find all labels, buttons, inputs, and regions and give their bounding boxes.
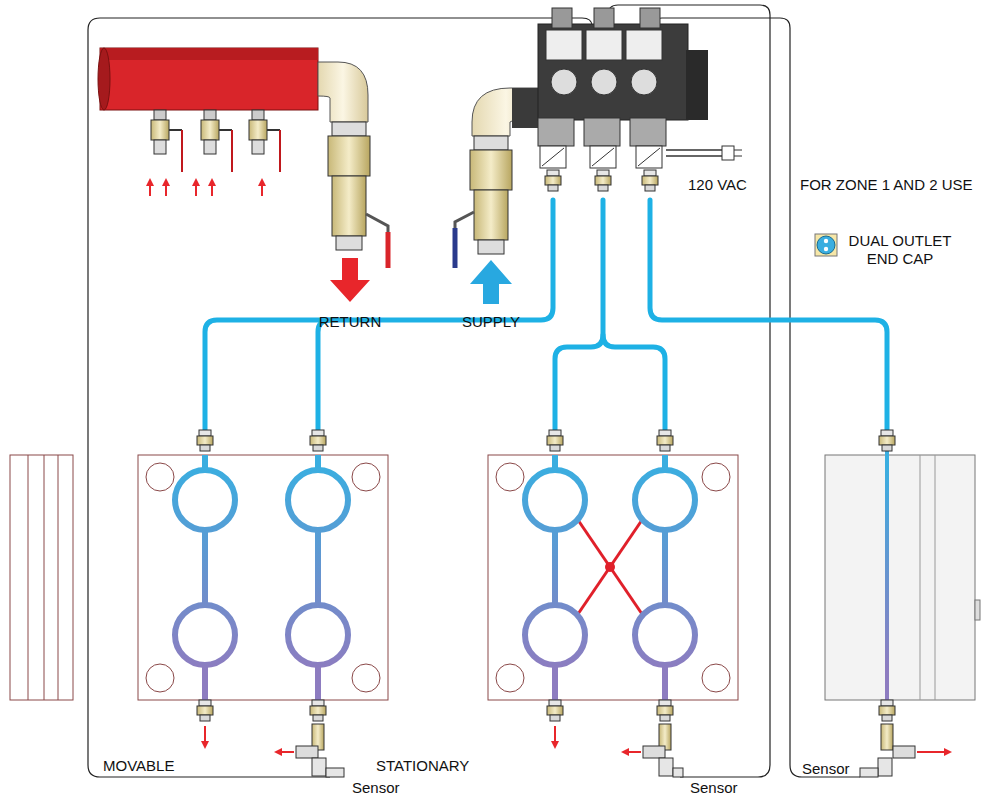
flow-arrow — [278, 751, 948, 753]
note-label: FOR ZONE 1 AND 2 USE — [800, 176, 973, 193]
sensor-label: Sensor — [352, 779, 400, 796]
sensor-label: Sensor — [690, 779, 738, 796]
sensor-tee — [296, 724, 915, 777]
cooling-loop — [175, 450, 887, 712]
mold-side-block — [825, 455, 980, 700]
sensor-wire — [88, 5, 860, 777]
supply-valve — [455, 88, 540, 304]
plate-label: STATIONARY — [376, 757, 469, 774]
power-label: 120 VAC — [688, 176, 747, 193]
cross-connection — [578, 520, 642, 614]
sensor-label: Sensor — [802, 760, 850, 777]
mold-plate — [138, 455, 738, 700]
plate-label: MOVABLE — [103, 757, 174, 774]
flow-label: SUPPLY — [462, 313, 520, 330]
flow-arrow — [205, 726, 555, 745]
flow-arrow — [150, 182, 262, 196]
return-valve — [318, 62, 388, 302]
end-cap-symbol — [814, 233, 838, 257]
legend-text: DUAL OUTLET END CAP — [844, 232, 956, 268]
return-manifold — [98, 48, 318, 172]
tube-fitting — [197, 430, 895, 721]
solenoid-valve-block — [512, 8, 742, 191]
supply-tube — [205, 200, 887, 430]
flow-label: RETURN — [319, 313, 382, 330]
mold-side-block — [10, 455, 73, 700]
